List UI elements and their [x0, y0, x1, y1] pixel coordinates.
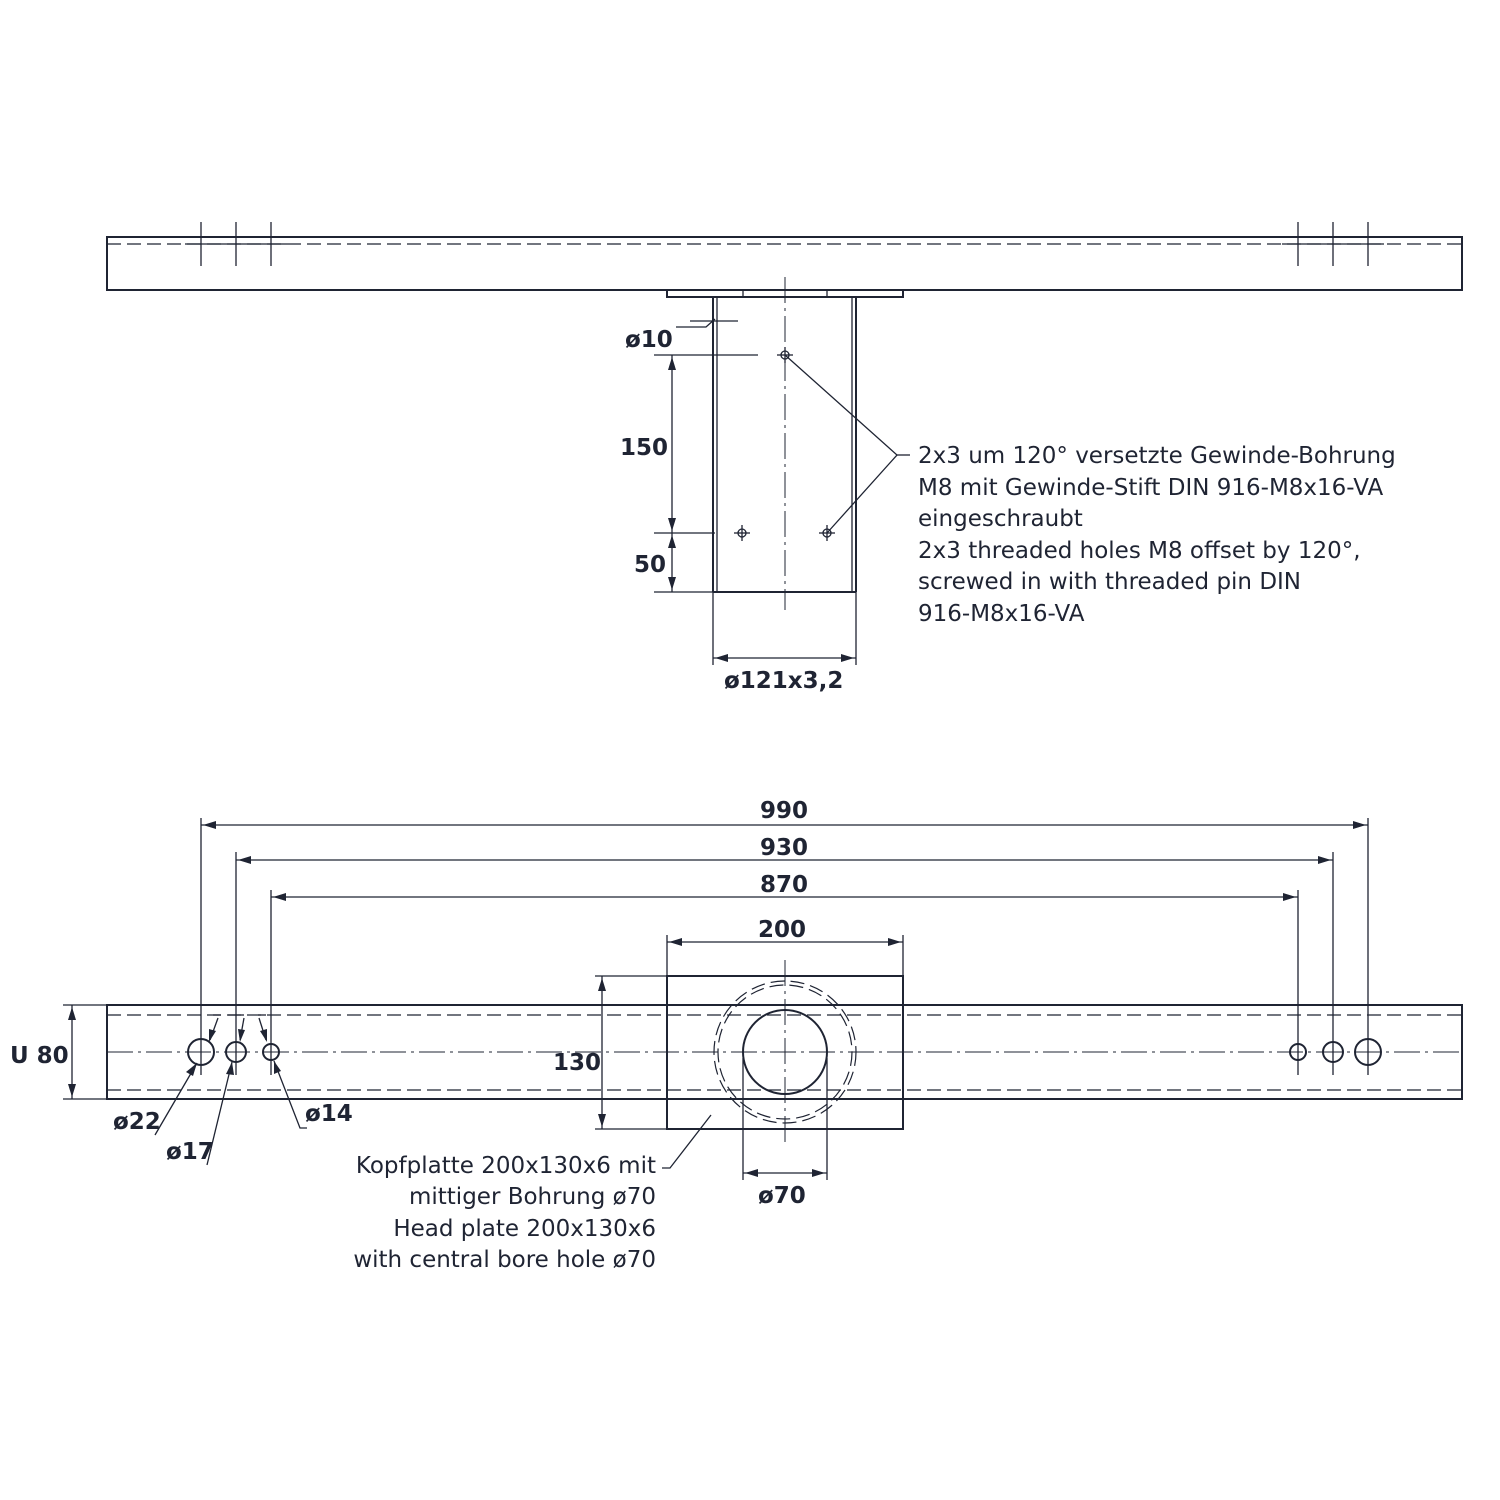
leader-d22 [154, 1062, 198, 1136]
dim-930-label: 930 [760, 835, 808, 861]
arrowhead [812, 1169, 825, 1177]
bore-dim-leader [676, 318, 716, 328]
plan-view: 990 930 870 200 130 U 80 [10, 798, 1463, 1273]
arrowhead [668, 357, 676, 370]
arrowhead [68, 1007, 76, 1020]
arrowhead [841, 654, 854, 662]
arrowhead [745, 1169, 758, 1177]
arrowhead [238, 856, 251, 864]
note-line: 916-M8x16-VA [918, 601, 1085, 627]
arrowhead [260, 1029, 267, 1042]
arrowhead [68, 1084, 76, 1097]
note-line: mittiger Bohrung ø70 [409, 1184, 656, 1210]
arrowhead [888, 938, 901, 946]
note-line: Kopfplatte 200x130x6 mit [356, 1153, 656, 1179]
threaded-hole-note: 2x3 um 120° versetzte Gewinde-Bohrung M8… [918, 443, 1396, 627]
arrowhead [1353, 821, 1366, 829]
arrowhead [598, 1114, 606, 1127]
hole-d22-label: ø22 [113, 1109, 161, 1135]
arrowhead [668, 577, 676, 590]
dim-990-label: 990 [760, 798, 808, 824]
hole-d17-label: ø17 [166, 1139, 214, 1165]
leader-d14 [273, 1060, 307, 1129]
note-line: Head plate 200x130x6 [393, 1216, 656, 1242]
head-plate-note: Kopfplatte 200x130x6 mit mittiger Bohrun… [353, 1153, 656, 1273]
hole-d14-label: ø14 [305, 1101, 353, 1127]
side-elevation-view: ø10 150 50 ø121x3,2 2x3 um 120° versetzt… [106, 222, 1463, 694]
note-line: with central bore hole ø70 [353, 1247, 656, 1273]
arrowhead [273, 893, 286, 901]
arrowhead [238, 1029, 245, 1042]
dim-150-label: 150 [620, 435, 668, 461]
dim-130-label: 130 [553, 1050, 601, 1076]
dim-d70-label: ø70 [758, 1183, 806, 1209]
note-line: M8 mit Gewinde-Stift DIN 916-M8x16-VA [918, 475, 1384, 501]
dim-200-label: 200 [758, 917, 806, 943]
note-line: eingeschraubt [918, 506, 1083, 532]
note-line: screwed in with threaded pin DIN [918, 569, 1301, 595]
arrowhead [598, 978, 606, 991]
arrowhead [668, 518, 676, 531]
arrowhead [203, 821, 216, 829]
arrowhead [209, 1029, 216, 1042]
dim-50-label: 50 [634, 552, 666, 578]
leader-d17 [206, 1061, 233, 1166]
arrowhead [669, 938, 682, 946]
bore-diameter-label: ø10 [625, 327, 673, 353]
arrowhead [1283, 893, 1296, 901]
arrowhead [226, 1062, 234, 1075]
threaded-hole-leader [784, 354, 898, 534]
arrowhead [668, 535, 676, 548]
note-line: 2x3 um 120° versetzte Gewinde-Bohrung [918, 443, 1396, 469]
note-line: 2x3 threaded holes M8 offset by 120°, [918, 538, 1361, 564]
head-plate-leader [662, 1114, 712, 1169]
tube-diameter-label: ø121x3,2 [724, 668, 843, 694]
arrowhead [715, 654, 728, 662]
dim-870-label: 870 [760, 872, 808, 898]
arrowhead [186, 1063, 197, 1076]
arrowhead [1318, 856, 1331, 864]
dim-u80-label: U 80 [10, 1043, 69, 1069]
arrowhead [274, 1061, 281, 1074]
